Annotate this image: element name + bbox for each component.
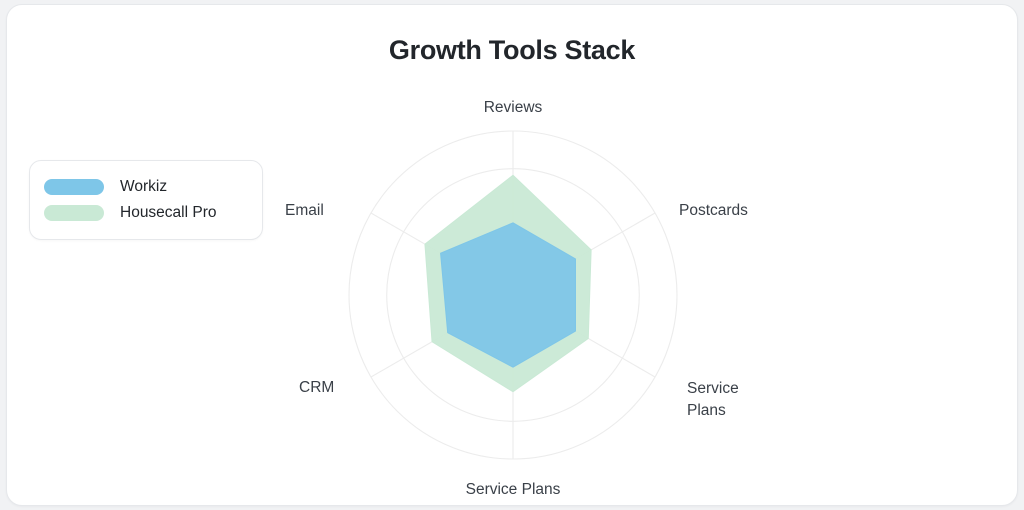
- chart-card: Growth Tools Stack Reviews Postcards Ser…: [6, 4, 1018, 506]
- legend-label-housecall-pro: Housecall Pro: [120, 204, 217, 221]
- axis-label-service-plans-right: Service Plans: [687, 380, 739, 419]
- axis-label-reviews: Reviews: [483, 99, 543, 116]
- axis-label-postcards: Postcards: [679, 202, 748, 219]
- axis-label-crm: CRM: [299, 379, 335, 396]
- chart-legend[interactable]: Workiz Housecall Pro: [29, 160, 263, 240]
- radar-area-workiz: [440, 222, 576, 368]
- axis-label-email: Email: [285, 202, 324, 219]
- radar-chart: [348, 130, 678, 460]
- legend-item-housecall-pro[interactable]: Housecall Pro: [44, 200, 246, 226]
- legend-label-workiz: Workiz: [120, 178, 168, 195]
- legend-swatch-housecall-pro: [44, 205, 104, 221]
- legend-item-workiz[interactable]: Workiz: [44, 174, 246, 200]
- axis-label-service-plans-bottom: Service Plans: [465, 481, 561, 498]
- radar-series: [424, 174, 592, 393]
- page-title: Growth Tools Stack: [388, 35, 636, 65]
- legend-swatch-workiz: [44, 179, 104, 195]
